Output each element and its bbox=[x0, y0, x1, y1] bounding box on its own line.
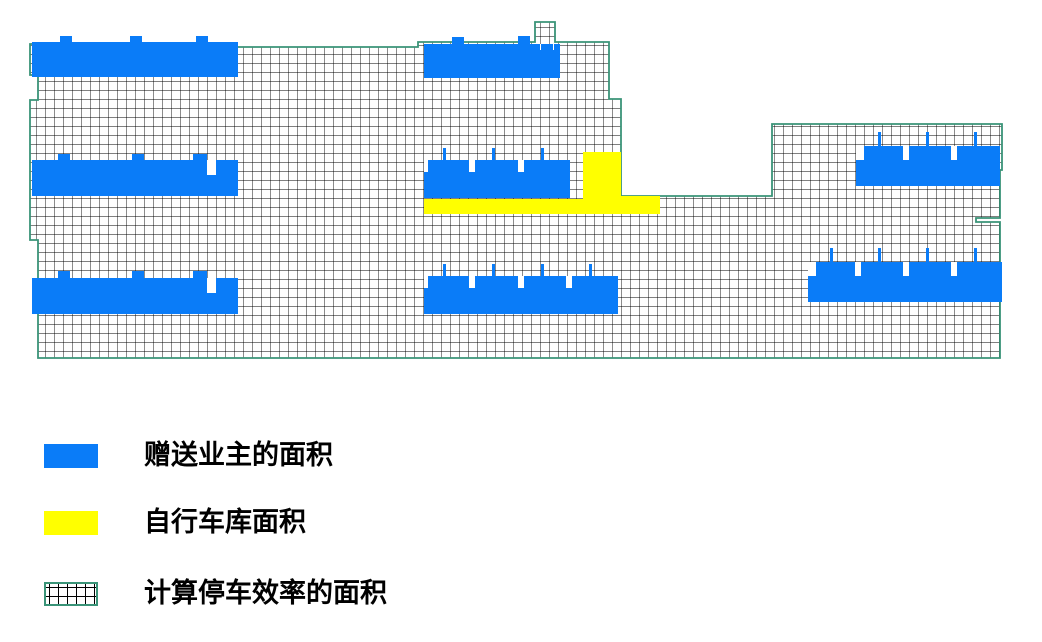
legend-label-efficiency: 计算停车效率的面积 bbox=[144, 578, 387, 609]
gifted-block-top-middle bbox=[424, 36, 560, 78]
legend-item-bicycle-garage: 自行车库面积 bbox=[44, 509, 306, 536]
gifted-areas bbox=[32, 36, 1002, 314]
gifted-block-bottom-left bbox=[32, 271, 238, 314]
gifted-block-top-left bbox=[32, 36, 238, 77]
gifted-block-bottom-center bbox=[424, 264, 618, 314]
gifted-block-mid-left bbox=[32, 154, 238, 196]
legend-swatch-grid bbox=[44, 582, 98, 606]
floor-plan bbox=[29, 21, 1003, 359]
legend-item-efficiency: 计算停车效率的面积 bbox=[44, 580, 387, 607]
gifted-block-mid-center bbox=[424, 148, 570, 198]
legend-swatch-yellow bbox=[44, 511, 98, 535]
bicycle-garage-area bbox=[424, 152, 660, 214]
gifted-block-right-upper bbox=[856, 132, 1000, 186]
legend-item-gifted: 赠送业主的面积 bbox=[44, 442, 333, 469]
legend-label-gifted: 赠送业主的面积 bbox=[144, 440, 333, 471]
gifted-block-right-lower bbox=[808, 248, 1002, 302]
legend-label-bicycle-garage: 自行车库面积 bbox=[144, 507, 306, 538]
legend-swatch-blue bbox=[44, 444, 98, 468]
